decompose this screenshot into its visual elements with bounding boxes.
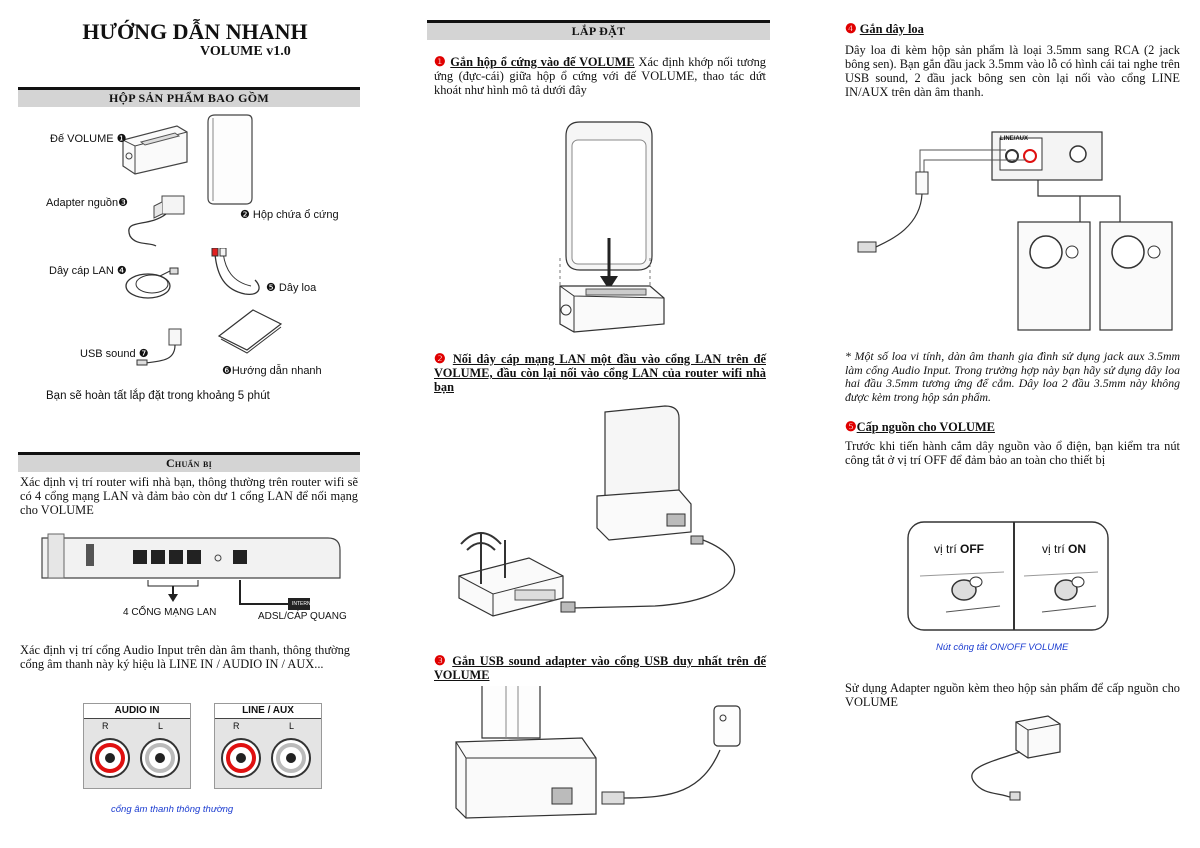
adapter-label: Adapter nguồn❸: [46, 197, 129, 209]
step1-title: Gắn hộp ổ cứng vào đế VOLUME: [450, 55, 635, 69]
speaker-step4-title: ❹ Gắn dây loa: [845, 21, 1180, 37]
page-title: HƯỚNG DẪN NHANH: [82, 19, 308, 44]
adapter-text: Sử dụng Adapter nguồn kèm theo hộp sản p…: [845, 681, 1180, 709]
step4-title: Gắn dây loa: [859, 22, 924, 36]
switch-off-label: vị trí OFF: [934, 542, 984, 556]
step4-text: Dây loa đi kèm hộp sản phẩm là loại 3.5m…: [845, 43, 1180, 99]
prepare-text-audio: Xác định vị trí cổng Audio Input trên dà…: [20, 643, 350, 671]
audio-in-l-label: L: [158, 721, 164, 731]
quick-guide-illustration: [217, 309, 283, 354]
line-aux-jacks: [221, 738, 311, 778]
audio-in-panel: AUDIO IN R L: [83, 703, 191, 789]
step3-title: Gắn USB sound adapter vào cổng USB duy n…: [434, 654, 766, 682]
volume-base-illustration: [122, 125, 188, 175]
line-aux-r-label: R: [233, 721, 240, 731]
line-aux-panel: LINE / AUX R L: [214, 703, 322, 789]
audio-in-r-label: R: [102, 721, 109, 731]
hdd-case-label: ❷ Hộp chứa ổ cứng: [240, 209, 339, 221]
speaker-cable-label: ❺ Dây loa: [266, 282, 317, 294]
speaker-note: * Một số loa vi tính, dàn âm thanh gia đ…: [845, 349, 1180, 404]
lan-cable-label: Dây cáp LAN ❹: [49, 265, 127, 277]
speaker-cable-illustration: [211, 248, 260, 295]
usb-sound-illustration: [136, 328, 182, 366]
page-subtitle: VOLUME v1.0: [200, 44, 291, 59]
prepare-text-router: Xác định vị trí router wifi nhà bạn, thô…: [20, 475, 358, 517]
step3-usb-sound-illustration: [455, 686, 741, 819]
step1-hdd-insert-illustration: [559, 121, 665, 333]
power-adapter-final-illustration: [971, 715, 1061, 801]
step3-number: ❸: [434, 653, 448, 668]
line-aux-panel-label: LINE/AUX: [1000, 136, 1029, 142]
step1-text: Xác định khớp nối tương ứng (đực-cái) gi…: [434, 55, 766, 97]
router-back-illustration: [41, 533, 341, 610]
power-switch-illustration: vị trí OFF vị trí ON: [906, 520, 1110, 632]
usb-sound-label: USB sound ❼: [80, 348, 149, 360]
step5-number: ❺: [845, 419, 857, 434]
step4-speaker-connection-illustration: [857, 131, 1173, 331]
install-step2: ❷ Nối dây cáp mạng LAN một đầu vào cổng …: [434, 351, 766, 395]
contents-note: Bạn sẽ hoàn tất lắp đặt trong khoảng 5 p…: [46, 390, 270, 402]
line-aux-title: LINE / AUX: [215, 704, 321, 719]
prepare-heading: Chuẩn bị: [18, 452, 360, 472]
step4-number: ❹: [845, 21, 857, 36]
audio-ports-caption: cổng âm thanh thông thường: [111, 804, 234, 815]
power-switch-caption: Nút công tắt ON/OFF VOLUME: [936, 642, 1069, 653]
install-step1: ❶ Gắn hộp ổ cứng vào đế VOLUME Xác định …: [434, 54, 766, 98]
step1-number: ❶: [434, 54, 447, 69]
hdd-case-illustration: [207, 114, 253, 205]
step2-lan-connection-illustration: [458, 405, 735, 617]
base-label: Đế VOLUME ❶: [50, 133, 127, 145]
contents-heading: HỘP SẢN PHẨM BAO GỒM: [18, 87, 360, 107]
audio-in-title: AUDIO IN: [84, 704, 190, 719]
router-lan-ports-label: 4 CỔNG MẠNG LAN: [123, 607, 217, 618]
switch-on-label: vị trí ON: [1042, 542, 1086, 556]
install-step3: ❸ Gắn USB sound adapter vào cổng USB duy…: [434, 653, 766, 683]
router-internet-label: INTERNET: [292, 601, 317, 607]
step2-number: ❷: [434, 351, 448, 366]
step5-text: Trước khi tiến hành cắm dây nguồn vào ổ …: [845, 439, 1180, 467]
audio-in-jacks: [90, 738, 180, 778]
line-aux-l-label: L: [289, 721, 295, 731]
lan-cable-illustration: [125, 267, 179, 299]
quick-guide-label: ❻Hướng dẫn nhanh: [222, 365, 322, 377]
power-adapter-illustration: [128, 195, 185, 247]
switch-panel-drawing: [907, 521, 1109, 631]
step5-title: Cấp nguồn cho VOLUME: [856, 420, 995, 434]
install-heading: LẮP ĐẶT: [427, 20, 770, 40]
router-adsl-label: ADSL/CÁP QUANG: [258, 611, 347, 622]
speaker-step5-title: ❺Cấp nguồn cho VOLUME: [845, 419, 1180, 435]
step2-title: Nối dây cáp mạng LAN một đầu vào cổng LA…: [434, 352, 766, 394]
